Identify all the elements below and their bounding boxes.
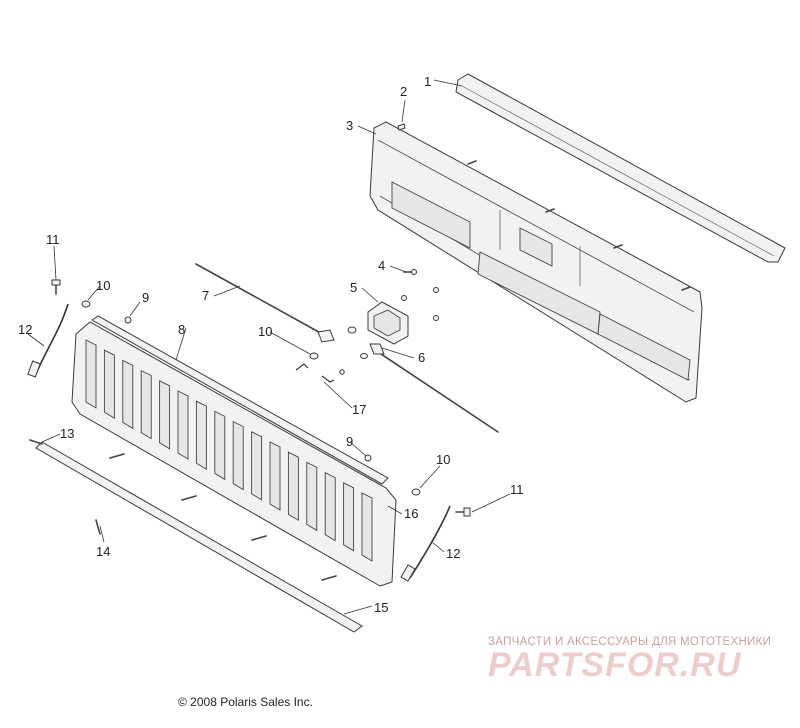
part-washers-10 <box>81 300 421 496</box>
part-bolts-9 <box>124 316 372 462</box>
panel-slot <box>306 461 318 532</box>
callout-17: 17 <box>352 402 366 417</box>
callout-5: 5 <box>350 280 357 295</box>
part-clip <box>295 363 345 383</box>
part-rod-left <box>195 263 335 343</box>
part-latch-handle <box>367 301 409 345</box>
callout-6: 6 <box>418 350 425 365</box>
panel-slot <box>324 471 336 542</box>
part-rod-right <box>369 343 499 433</box>
bolts-inner-panel <box>397 123 691 291</box>
panel-slot <box>251 431 263 501</box>
part-bolts-14 <box>95 453 337 581</box>
callout-12a: 12 <box>18 322 32 337</box>
panel-slot <box>195 400 207 470</box>
callout-16: 16 <box>404 506 418 521</box>
panel-slot <box>122 359 134 430</box>
panel-slot <box>269 441 281 511</box>
watermark-tagline: ЗАПЧАСТИ И АКСЕССУАРЫ ДЛЯ МОТОТЕХНИКИ <box>488 636 772 648</box>
part-outer-gate-top-rail <box>91 315 389 485</box>
callout-3: 3 <box>346 118 353 133</box>
callout-9a: 9 <box>142 290 149 305</box>
part-inner-tailgate-panel <box>369 121 703 403</box>
panel-slot <box>214 410 226 481</box>
panel-slot <box>361 492 373 562</box>
callout-1: 1 <box>424 74 431 89</box>
callout-2: 2 <box>400 84 407 99</box>
callout-11a: 11 <box>46 232 60 247</box>
part-top-cap-rail <box>455 73 786 263</box>
panel-slot <box>287 451 299 521</box>
panel-slot <box>103 349 115 419</box>
callout-12b: 12 <box>446 546 460 561</box>
svg-text:PARTSFOR.RU: PARTSFOR.RU <box>488 646 742 684</box>
panel-slot <box>177 390 189 460</box>
part-washer-center <box>309 352 319 360</box>
callout-11b: 11 <box>510 482 524 497</box>
part-bolts-11 <box>51 279 471 517</box>
callout-9b: 9 <box>346 434 353 449</box>
callout-labels: 1 2 3 4 5 6 7 8 9 9 10 10 10 11 11 12 12… <box>18 74 524 615</box>
part-cables-12 <box>27 303 451 582</box>
part-screws <box>401 269 439 321</box>
watermark-logo: PARTSFOR.RU <box>488 646 742 684</box>
panel-slot <box>159 380 171 450</box>
panel-slot <box>232 420 244 491</box>
part-bottom-bar <box>29 439 363 633</box>
panel-slot <box>343 482 355 552</box>
callout-7: 7 <box>202 288 209 303</box>
callout-10c: 10 <box>436 452 450 467</box>
callout-8: 8 <box>178 322 185 337</box>
copyright-text: © 2008 Polaris Sales Inc. <box>178 695 313 709</box>
callout-14: 14 <box>96 544 110 559</box>
callout-13: 13 <box>60 426 74 441</box>
callout-4: 4 <box>378 258 385 273</box>
part-washers <box>347 326 368 359</box>
panel-slot <box>85 339 97 409</box>
callout-10a: 10 <box>258 324 272 339</box>
callout-15: 15 <box>374 600 388 615</box>
callout-10b: 10 <box>96 278 110 293</box>
panel-slot <box>140 369 152 440</box>
leader-lines <box>27 79 511 615</box>
part-outer-tailgate-panel <box>71 321 397 587</box>
